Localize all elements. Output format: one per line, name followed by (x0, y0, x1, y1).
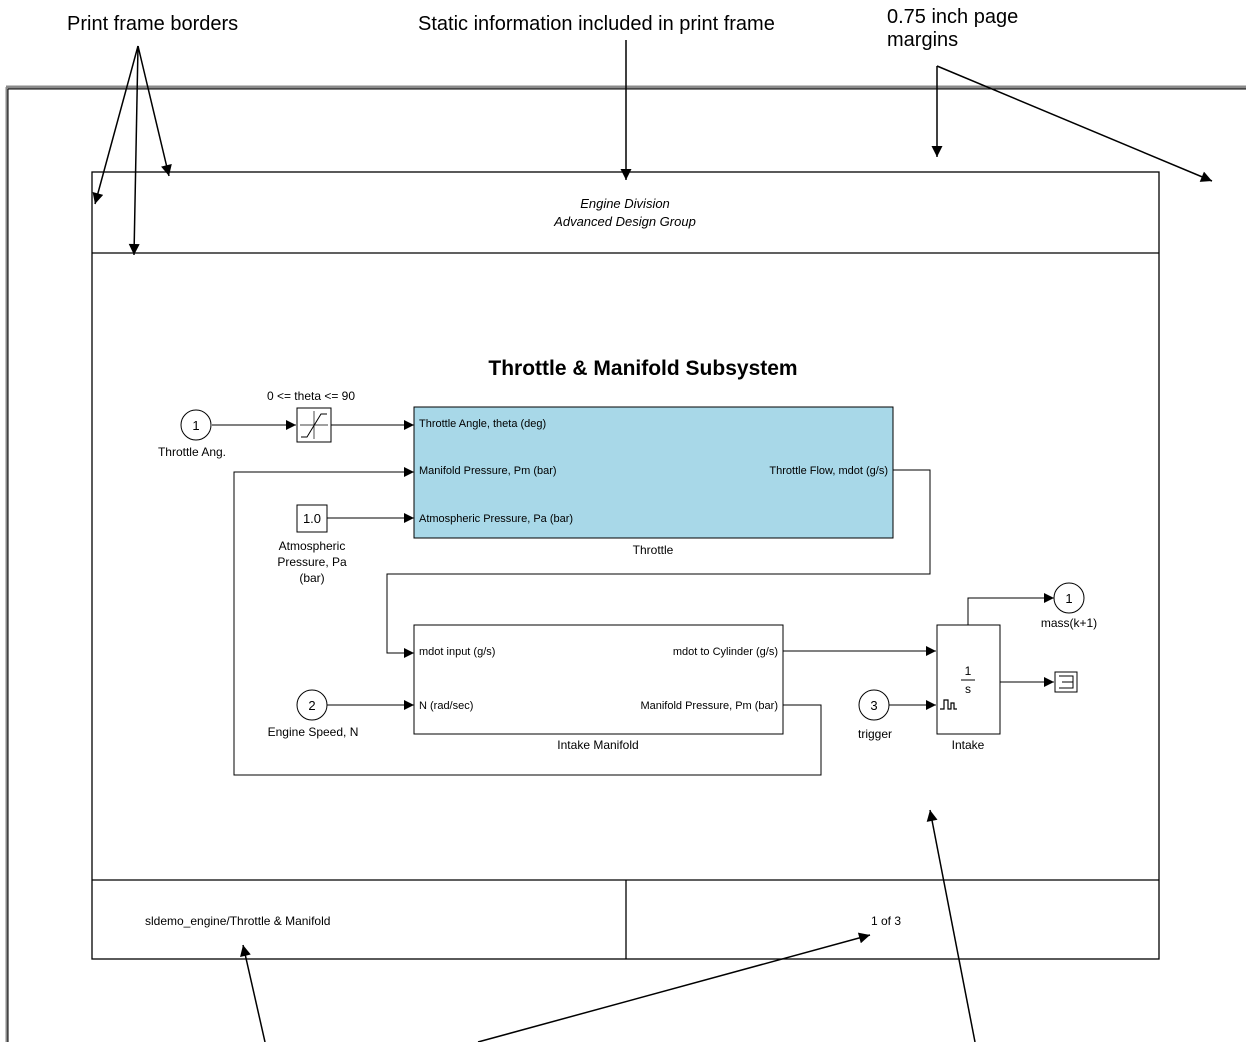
terminator-icon (1054, 671, 1078, 693)
print-frame (91, 171, 1160, 960)
outport-1-number: 1 (1065, 591, 1072, 606)
inport-trigger: 3 trigger (858, 689, 892, 741)
callout-arrows (92, 40, 1213, 1042)
intake-integrator-block: 1 s Intake (936, 624, 1001, 752)
inport-2-label: Engine Speed, N (268, 725, 359, 739)
constant-atmospheric-pressure: 1.0 Atmospheric Pressure, Pa (bar) (277, 504, 347, 585)
constant-value: 1.0 (303, 511, 321, 526)
inport-1-label: Throttle Ang. (158, 445, 226, 459)
throttle-subsystem-block: Throttle Angle, theta (deg) Manifold Pre… (413, 406, 894, 557)
intake-manifold-block: mdot input (g/s) N (rad/sec) mdot to Cyl… (413, 624, 784, 752)
inport-1-number: 1 (192, 418, 199, 433)
manifold-block-body (413, 624, 784, 735)
throttle-port-in3: Atmospheric Pressure, Pa (bar) (419, 513, 573, 525)
outport-mass: 1 mass(k+1) (1041, 582, 1097, 630)
inport-3-number: 3 (870, 698, 877, 713)
trigger-port-icon (940, 699, 957, 710)
callout-static-information: Static information included in print fra… (418, 13, 775, 35)
integrator-numerator: 1 (965, 664, 972, 678)
callout-print-frame-borders: Print frame borders (67, 13, 238, 35)
header-line-2: Advanced Design Group (553, 214, 696, 229)
inport-2-number: 2 (308, 698, 315, 713)
manifold-port-out2: Manifold Pressure, Pm (bar) (640, 700, 778, 712)
throttle-block-name: Throttle (633, 543, 674, 557)
constant-label-2: Pressure, Pa (277, 555, 347, 569)
throttle-port-in1: Throttle Angle, theta (deg) (419, 418, 546, 430)
inport-engine-speed: 2 Engine Speed, N (268, 689, 359, 739)
outport-1-label: mass(k+1) (1041, 616, 1097, 630)
saturation-label: 0 <= theta <= 90 (267, 389, 355, 403)
callout-margins-line-2: margins (887, 29, 958, 51)
callout-margins-line-1: 0.75 inch page (887, 6, 1018, 28)
footer-model-path: sldemo_engine/Throttle & Manifold (145, 914, 330, 928)
signal-lines (212, 420, 1054, 776)
throttle-block-body (413, 406, 894, 539)
throttle-port-in2: Manifold Pressure, Pm (bar) (419, 465, 557, 477)
diagram-title: Throttle & Manifold Subsystem (488, 357, 797, 380)
manifold-block-name: Intake Manifold (557, 738, 638, 752)
manifold-port-in2: N (rad/sec) (419, 700, 473, 712)
constant-label-1: Atmospheric (279, 539, 346, 553)
manifold-port-out1: mdot to Cylinder (g/s) (673, 646, 778, 658)
constant-label-3: (bar) (299, 571, 324, 585)
throttle-port-out1: Throttle Flow, mdot (g/s) (769, 465, 888, 477)
integrator-denominator: s (965, 682, 971, 696)
manifold-port-in1: mdot input (g/s) (419, 646, 495, 658)
intake-block-name: Intake (952, 738, 985, 752)
inport-throttle-angle: 1 Throttle Ang. (158, 409, 226, 459)
saturation-block: 0 <= theta <= 90 (267, 389, 355, 443)
footer-page-number: 1 of 3 (871, 914, 901, 928)
inport-3-label: trigger (858, 727, 892, 741)
header-line-1: Engine Division (580, 196, 670, 211)
